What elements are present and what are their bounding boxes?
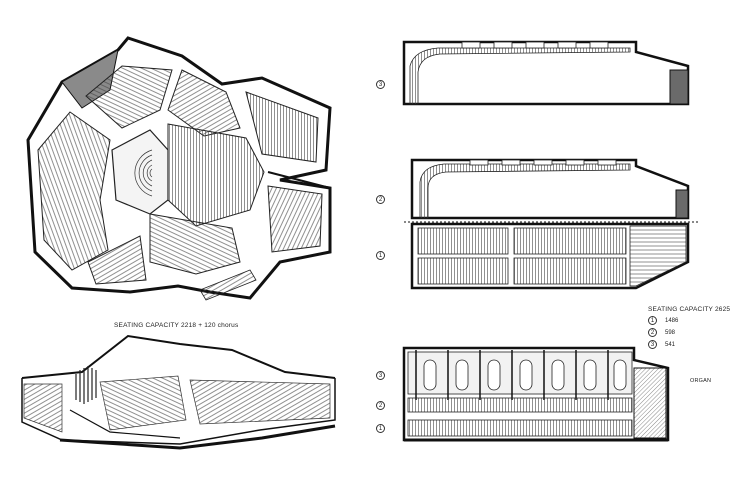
legend-seat-count: 1486 [665, 318, 679, 325]
seating-block-lower-left [87, 235, 147, 285]
seating-block-upper-right [245, 91, 319, 163]
organ-block [633, 367, 667, 439]
fan-plan-stair [199, 269, 257, 301]
level-marker-2-mid: 2 [376, 195, 385, 204]
organ-pipes-section [75, 366, 97, 404]
seating-block-upper-left [85, 65, 173, 129]
level3-end-block [669, 69, 689, 105]
fan-section-floor [69, 409, 181, 439]
legend-level-marker: 3 [648, 340, 657, 349]
podium-rings [134, 149, 153, 197]
level2-curved-balcony [419, 163, 631, 219]
level1-stage [629, 225, 687, 287]
shoebox-level2-plan [404, 158, 700, 223]
shoebox-section [402, 346, 670, 442]
level2-end-block [675, 189, 689, 219]
level1-seats-right [513, 227, 627, 255]
fan-section-terrace-left [23, 383, 63, 433]
fan-plan-capacity-caption: SEATING CAPACITY 2218 + 120 chorus [114, 322, 239, 329]
capacity-legend-row: 1 1486 [648, 316, 678, 325]
legend-level-marker: 2 [648, 328, 657, 337]
seating-block-lower-center [149, 213, 241, 275]
fan-section-roof [21, 334, 336, 379]
level-marker-1-section: 1 [376, 424, 385, 433]
fan-plan [26, 36, 332, 301]
fan-section-terrace-center [99, 375, 187, 431]
level-marker-3-section: 3 [376, 371, 385, 380]
fan-section-terrace-right [189, 379, 331, 425]
section-stalls-1 [407, 419, 633, 437]
organ-label: ORGAN [690, 378, 712, 384]
shoebox-capacity-title: SEATING CAPACITY 2625 [648, 306, 731, 313]
fan-section-outline [21, 378, 336, 445]
legend-seat-count: 598 [665, 330, 676, 337]
shoebox-level1-plan [410, 222, 690, 290]
level3-curved-balcony [409, 47, 631, 105]
level2-wall [410, 158, 690, 220]
legend-seat-count: 541 [665, 342, 676, 349]
section-balcony-2 [407, 397, 633, 413]
level1-seats-right-lower [513, 257, 627, 285]
level1-seats-left [417, 227, 509, 255]
capacity-legend-row: 3 541 [648, 340, 675, 349]
level-marker-3-top: 3 [376, 80, 385, 89]
fan-section-base [59, 424, 336, 450]
level-marker-1-mid: 1 [376, 251, 385, 260]
fan-plan-notch [267, 171, 331, 189]
level2-boxes [469, 159, 617, 166]
section-windows [423, 359, 627, 391]
level1-seats-left-lower [417, 257, 509, 285]
stage-area [111, 129, 169, 215]
shoebox-level3-plan [402, 40, 690, 106]
fan-section [21, 334, 336, 450]
seating-block-left [37, 111, 111, 271]
seating-block-right [267, 185, 323, 253]
level3-wall [402, 40, 690, 106]
capacity-legend-row: 2 598 [648, 328, 675, 337]
level3-boxes [461, 41, 609, 49]
level-marker-2-section: 2 [376, 401, 385, 410]
section-columns [415, 350, 609, 400]
legend-level-marker: 1 [648, 316, 657, 325]
